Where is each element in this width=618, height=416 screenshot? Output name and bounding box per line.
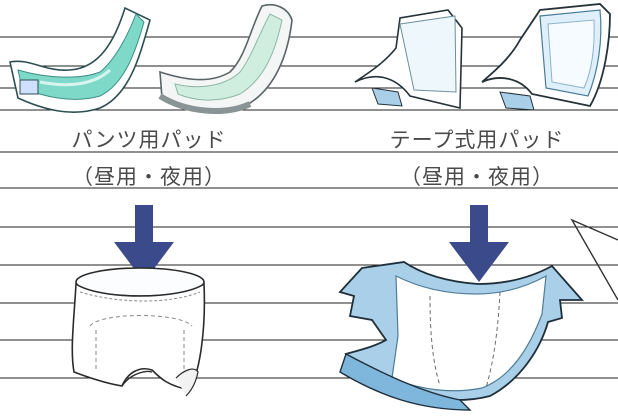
speech-bubble-pointer [570,218,618,301]
left-group-title: パンツ用パッド [71,128,227,152]
tape-pad-icon [354,9,463,110]
tape-pad-wide-icon [481,3,611,111]
right-group-title: テープ式用パッド [389,128,565,152]
pants-pad-white-icon [158,4,293,114]
left-group-subtitle: （昼用・夜用） [72,165,226,189]
down-arrow-icon [114,205,174,282]
pants-diaper-icon [71,267,206,397]
right-group-subtitle: （昼用・夜用） [400,165,554,189]
tape-diaper-icon [338,261,584,411]
pants-pad-teal-icon [9,6,151,113]
down-arrow-icon [449,205,509,282]
